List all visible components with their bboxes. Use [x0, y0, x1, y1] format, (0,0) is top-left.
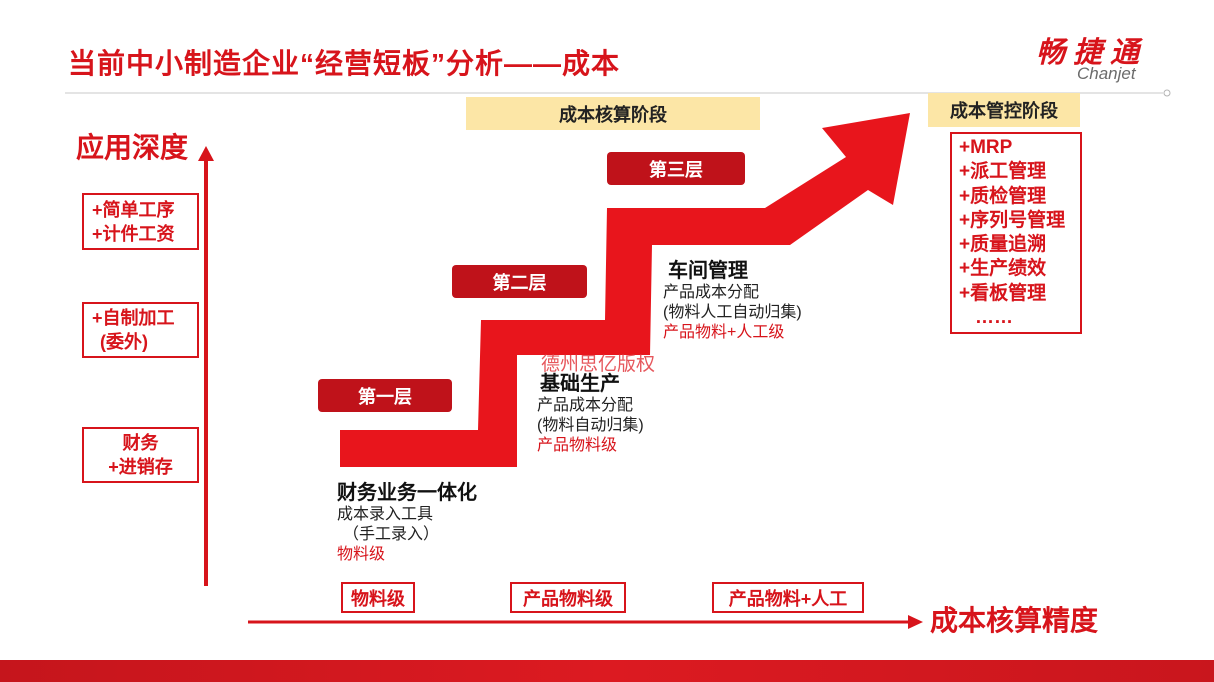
precision-box-material: 物料级 [341, 582, 415, 613]
layer-3-description: 车间管理 产品成本分配 (物料人工自动归集) 产品物料+人工级 [663, 259, 802, 343]
staircase-arrow [340, 113, 910, 467]
layer-line: 产品成本分配 [663, 284, 760, 301]
layer-1-description: 财务业务一体化 成本录入工具 （手工录入） 物料级 [337, 481, 477, 565]
layer-level: 产品物料+人工级 [663, 324, 785, 341]
stage-accounting-label: 成本核算阶段 [466, 97, 760, 130]
control-item-mrp: +MRP [959, 137, 1013, 158]
layer-line: 成本录入工具 [337, 506, 434, 523]
precision-box-product-material-labor: 产品物料+人工 [712, 582, 864, 613]
layer-line: (物料人工自动归集) [663, 304, 802, 321]
layer-badge-3: 第三层 [607, 152, 745, 185]
horizontal-axis-arrowhead [908, 615, 923, 629]
x-axis-label: 成本核算精度 [930, 605, 1099, 636]
layer-line: (物料自动归集) [537, 417, 644, 434]
layer-level: 物料级 [337, 546, 386, 563]
title-divider-end [1163, 89, 1171, 97]
depth-box-process: +简单工序 +计件工资 [82, 193, 199, 250]
logo-chinese: 畅捷通 [1036, 37, 1148, 69]
control-item-quality-check: +质检管理 [959, 185, 1047, 207]
stage-control-label: 成本管控阶段 [928, 93, 1080, 127]
depth-box-finance: 财务 +进销存 [82, 427, 199, 483]
depth-box-line: +计件工资 [92, 223, 175, 244]
layer-badge-2: 第二层 [452, 265, 587, 298]
layer-level: 产品物料级 [537, 437, 618, 454]
depth-box-line: +简单工序 [92, 199, 175, 220]
control-item-serial-number: +序列号管理 [959, 209, 1066, 231]
layer-title: 财务业务一体化 [337, 482, 477, 504]
control-item-dispatch: +派工管理 [959, 161, 1047, 183]
layer-line: （手工录入） [343, 526, 440, 543]
control-item-kanban: +看板管理 [959, 282, 1047, 304]
layer-badge-1: 第一层 [318, 379, 452, 412]
logo-english: Chanjet [1077, 64, 1136, 83]
control-item-ellipsis: …… [975, 307, 1013, 329]
control-item-performance: +生产绩效 [959, 258, 1047, 280]
depth-box-line: +自制加工 [92, 308, 175, 328]
layer-title: 基础生产 [540, 373, 620, 395]
depth-box-line: (委外) [100, 332, 148, 352]
watermark-text: 德州思亿版权 [541, 354, 656, 375]
depth-box-line: 财务 [122, 433, 159, 453]
y-axis-label: 应用深度 [76, 132, 189, 163]
layer-line: 产品成本分配 [537, 397, 634, 414]
layer-title: 车间管理 [668, 260, 748, 282]
layer-2-description: 基础生产 产品成本分配 (物料自动归集) 产品物料级 [537, 372, 644, 456]
depth-box-line: +进销存 [108, 457, 173, 477]
page-title: 当前中小制造企业“经营短板”分析——成本 [68, 48, 621, 79]
depth-box-outsourcing: +自制加工 (委外) [82, 302, 199, 358]
precision-box-product-material: 产品物料级 [510, 582, 626, 613]
control-item-traceability: +质量追溯 [959, 234, 1047, 256]
vertical-axis-arrowhead [198, 146, 214, 161]
cost-control-items-box: +MRP +派工管理 +质检管理 +序列号管理 +质量追溯 +生产绩效 +看板管… [950, 132, 1082, 334]
bottom-band [0, 660, 1214, 682]
